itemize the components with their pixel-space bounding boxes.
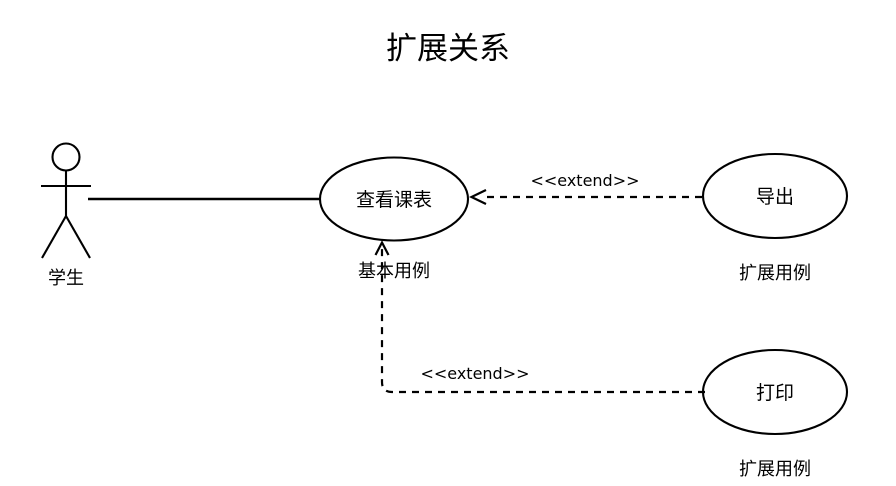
extend-line-print-to-view-schedule[interactable] (380, 247, 705, 394)
use-case-export-label: 导出 (756, 186, 794, 208)
use-case-export-ellipse (701, 152, 849, 240)
use-case-print[interactable]: 打印 扩展用例 (701, 348, 849, 480)
actor-student-label: 学生 (48, 268, 84, 289)
use-case-print-caption: 扩展用例 (739, 459, 811, 480)
use-case-export[interactable]: 导出 扩展用例 (701, 152, 849, 284)
use-case-view-schedule-label: 查看课表 (356, 189, 432, 211)
extend-arrowhead-print-to-view-schedule (374, 240, 390, 256)
use-case-view-schedule[interactable]: 查看课表 (318, 156, 470, 242)
diagram-title: 扩展关系 (386, 31, 510, 67)
use-case-view-schedule-ellipse (318, 156, 470, 242)
actor-right-leg-icon (65, 215, 91, 259)
stereotype-label-export-extend: <<extend>> (530, 171, 639, 190)
use-case-print-ellipse (701, 348, 849, 436)
use-case-export-caption: 扩展用例 (739, 263, 811, 284)
stereotype-label-print-extend: <<extend>> (420, 364, 529, 383)
use-case-print-label: 打印 (756, 382, 794, 404)
actor-student[interactable]: 学生 (41, 142, 91, 290)
actor-head-icon (51, 142, 81, 172)
actor-left-leg-icon (41, 215, 67, 259)
use-case-view-schedule-caption: 基本用例 (358, 261, 430, 282)
extend-arrowhead-export-to-view-schedule (468, 189, 487, 205)
